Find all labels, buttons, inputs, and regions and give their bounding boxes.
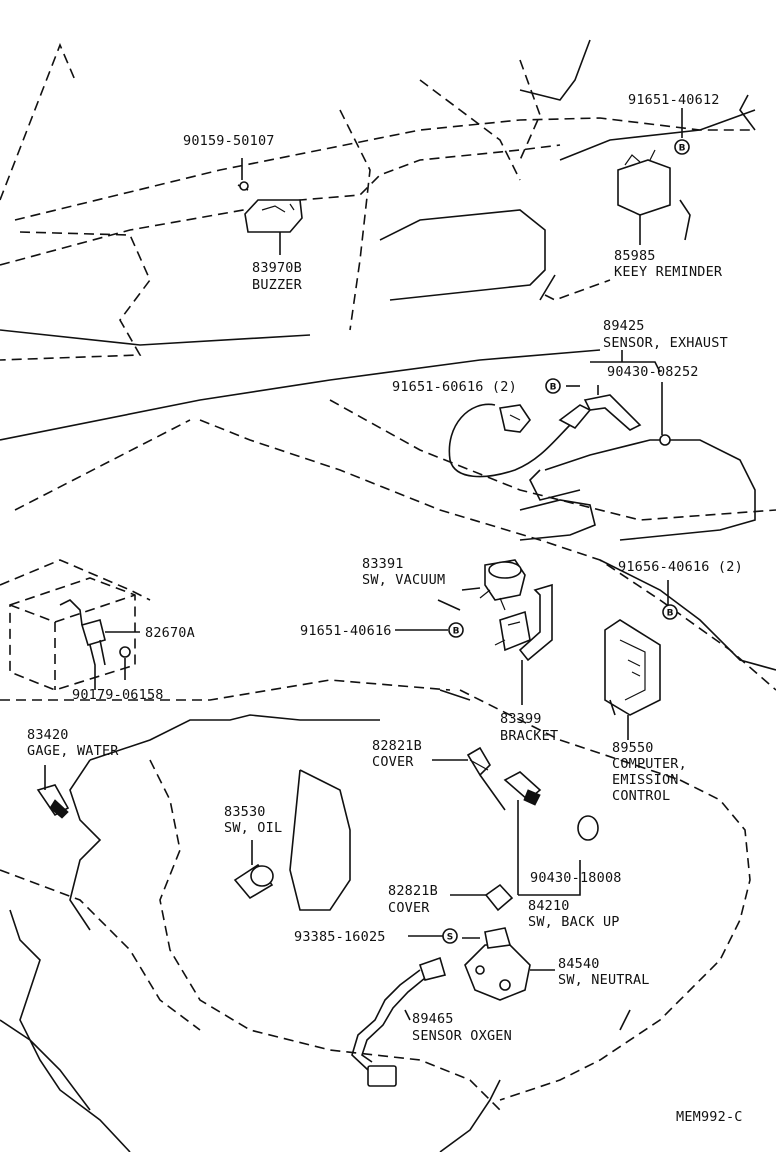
label-83530-number: 83530 (224, 804, 266, 820)
label-89465-name: SENSOR OXGEN (412, 1028, 512, 1044)
neutral-switch-part (462, 927, 555, 1001)
leader-lines (395, 580, 669, 937)
vehicle-outline (0, 39, 776, 1152)
cover-lower-part (450, 883, 514, 912)
water-gage-part (36, 765, 70, 819)
marker-s-93385-16025: S (442, 928, 458, 944)
label-91651-40616: 91651-40616 (300, 623, 392, 639)
label-84210-number: 84210 (528, 898, 570, 914)
part-labels: 90159-50107 83970B BUZZER 91651-40612 85… (27, 92, 743, 1125)
battery-box (9, 577, 136, 691)
label-89550-line1: COMPUTER, (612, 756, 687, 772)
label-91651-40612: 91651-40612 (628, 92, 720, 108)
label-85985-number: 85985 (614, 248, 656, 264)
diagram-code: MEM992-C (676, 1109, 743, 1125)
marker-b-91651-40612: B (674, 139, 690, 155)
emission-computer-part (604, 619, 661, 740)
label-84210-name: SW, BACK UP (528, 914, 620, 930)
label-91651-60616: 91651-60616 (2) (392, 379, 517, 395)
label-90159-50107: 90159-50107 (183, 133, 275, 149)
connector-82670a-part (59, 599, 140, 690)
label-89550-line2: EMISSION (612, 772, 679, 788)
svg-text:B: B (679, 144, 686, 154)
label-83970b-number: 83970B (252, 260, 302, 276)
cover-upper-part (432, 746, 492, 777)
label-83391-name: SW, VACUUM (362, 572, 445, 588)
key-reminder-part (617, 108, 691, 245)
label-83970b-name: BUZZER (252, 277, 303, 293)
label-90179-06158: 90179-06158 (72, 687, 164, 703)
label-82821b-upper-number: 82821B (372, 738, 422, 754)
label-82821b-upper-name: COVER (372, 754, 414, 770)
oxygen-sensor-part (351, 956, 447, 1087)
label-89425-number: 89425 (603, 318, 645, 334)
label-90430-08252: 90430-08252 (607, 364, 699, 380)
label-84540-number: 84540 (558, 956, 600, 972)
label-93385-16025: 93385-16025 (294, 929, 386, 945)
label-82821b-lower-number: 82821B (388, 883, 438, 899)
label-83530-name: SW, OIL (224, 820, 282, 836)
label-82670a: 82670A (145, 625, 195, 641)
svg-text:B: B (667, 609, 674, 619)
label-83420-number: 83420 (27, 727, 69, 743)
label-91656-40616: 91656-40616 (2) (618, 559, 743, 575)
label-83391-number: 83391 (362, 556, 404, 572)
marker-b-91651-60616: B (545, 378, 561, 394)
marker-b-91656-40616: B (662, 604, 678, 620)
label-83399-number: 83399 (500, 711, 542, 727)
label-89465-number: 89465 (412, 1011, 454, 1027)
svg-text:B: B (453, 627, 460, 637)
label-83420-name: GAGE, WATER (27, 743, 119, 759)
oil-switch-part (233, 840, 274, 900)
label-84540-name: SW, NEUTRAL (558, 972, 650, 988)
label-89550-line3: CONTROL (612, 788, 670, 804)
label-90430-18008: 90430-18008 (530, 870, 622, 886)
label-85985-name: KEEY REMINDER (614, 264, 723, 280)
label-82821b-lower-name: COVER (388, 900, 430, 916)
marker-washer-90430-08252 (659, 434, 671, 446)
bracket-part (494, 583, 553, 705)
svg-text:S: S (447, 933, 453, 943)
label-83399-name: BRACKET (500, 728, 558, 744)
marker-b-91651-40616: B (448, 622, 464, 638)
backup-switch-part (479, 771, 599, 896)
svg-text:B: B (550, 383, 557, 393)
buzzer-part (237, 158, 303, 255)
label-89425-name: SENSOR, EXHAUST (603, 335, 728, 351)
exhaust-sensor-part (448, 350, 663, 478)
vacuum-switch-part (461, 559, 526, 611)
label-89550-number: 89550 (612, 740, 654, 756)
